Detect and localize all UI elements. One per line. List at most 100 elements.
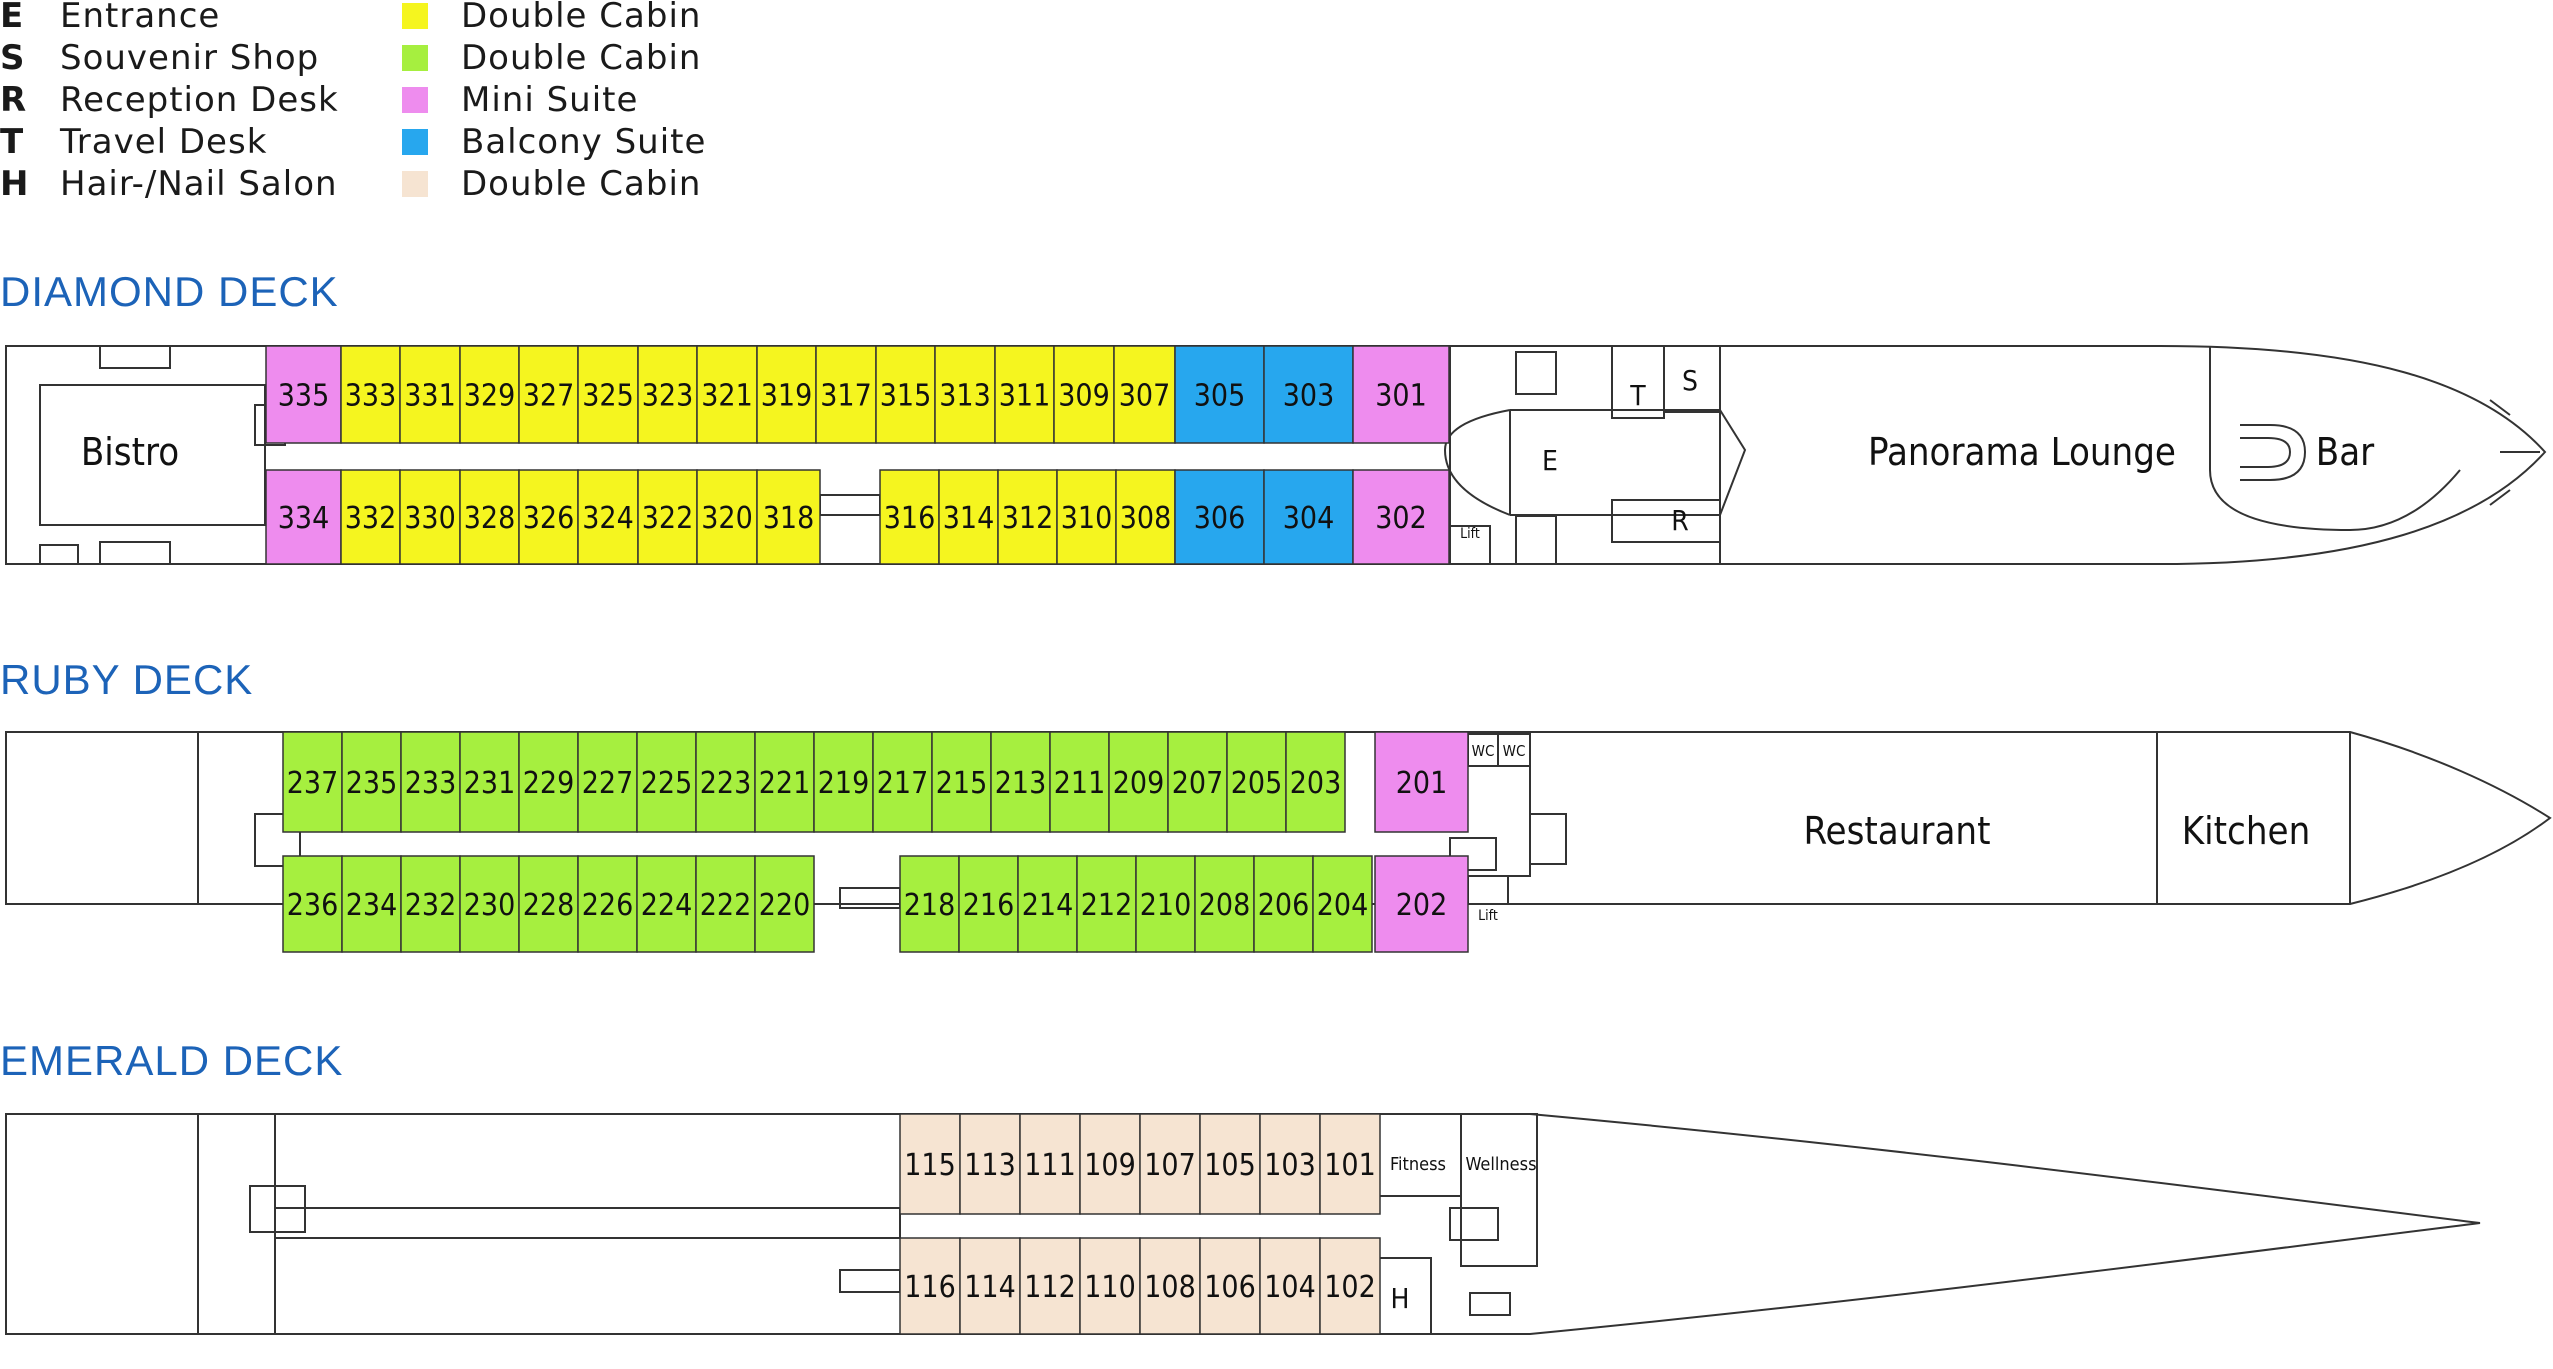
legend-cabin-label: Double Cabin (461, 0, 702, 36)
cabin-308: 308 (1115, 469, 1176, 565)
cabin-114: 114 (959, 1237, 1021, 1335)
wc-label: WC (1503, 742, 1526, 760)
cabin-number: 203 (1290, 766, 1342, 801)
cabin-fill (282, 731, 343, 833)
cabin-227: 227 (577, 731, 638, 833)
cabin-number: 116 (904, 1270, 956, 1305)
legend-cabin-label: Mini Suite (461, 80, 639, 120)
kitchen-label: Kitchen (2182, 809, 2311, 853)
cabin-number: 319 (761, 379, 813, 414)
cabin-110: 110 (1079, 1237, 1141, 1335)
legend-swatch (402, 3, 428, 29)
cabin-number: 301 (1375, 379, 1427, 414)
cabin-number: 314 (943, 501, 995, 536)
legend-swatch (402, 171, 428, 197)
cabin-314: 314 (938, 469, 999, 565)
cabin-number: 209 (1113, 766, 1165, 801)
cabin-fill (577, 345, 639, 444)
cabin-213: 213 (990, 731, 1051, 833)
cabin-fill (1053, 345, 1115, 444)
bistro-label: Bistro (81, 430, 179, 474)
cabin-fill (1199, 1113, 1261, 1215)
cabin-fill (1352, 345, 1450, 444)
cabin-fill (518, 731, 579, 833)
cabin-fill (400, 731, 461, 833)
legend-code-label: Souvenir Shop (60, 38, 320, 78)
cabin-number: 308 (1120, 501, 1172, 536)
cabin-number: 327 (523, 379, 575, 414)
cabin-fill (1167, 731, 1228, 833)
cabin-316: 316 (879, 469, 940, 565)
cabin-number: 103 (1264, 1148, 1316, 1183)
legend-code: S (0, 38, 25, 78)
cabin-fill (959, 1113, 1021, 1215)
cabin-fill (1017, 855, 1078, 953)
cabin-number: 231 (464, 766, 516, 801)
cabin-number: 332 (345, 501, 397, 536)
cabin-315: 315 (875, 345, 936, 444)
cabin-number: 225 (641, 766, 693, 801)
cabin-206: 206 (1253, 855, 1314, 953)
cabin-number: 105 (1204, 1148, 1256, 1183)
cabin-335: 335 (265, 345, 342, 444)
cabin-311: 311 (994, 345, 1055, 444)
cabin-fill (1049, 731, 1110, 833)
cabin-207: 207 (1167, 731, 1228, 833)
cabin-fill (577, 855, 638, 953)
cabin-fill (1174, 345, 1265, 444)
hair-nail-salon-label: H (1391, 1282, 1410, 1315)
cabin-109: 109 (1079, 1113, 1141, 1215)
cabin-fill (340, 345, 401, 444)
cabin-number: 215 (936, 766, 988, 801)
cabin-fill (1174, 469, 1265, 565)
cabin-number: 305 (1194, 379, 1246, 414)
cabin-321: 321 (696, 345, 758, 444)
cabin-fill (756, 469, 821, 565)
cabin-fill (340, 469, 401, 565)
cabin-310: 310 (1056, 469, 1117, 565)
cabin-number: 111 (1024, 1148, 1076, 1183)
cabin-307: 307 (1113, 345, 1176, 444)
cabin-number: 306 (1194, 501, 1246, 536)
legend-code-label: Travel Desk (60, 122, 268, 162)
cabin-fill (754, 855, 815, 953)
legend-code: H (0, 164, 29, 204)
cabin-number: 235 (346, 766, 398, 801)
cabin-fill (899, 855, 960, 953)
cabin-number: 304 (1283, 501, 1335, 536)
cabin-fill (1139, 1237, 1201, 1335)
cabin-304: 304 (1263, 469, 1354, 565)
cabin-301: 301 (1352, 345, 1450, 444)
cabin-104: 104 (1259, 1237, 1321, 1335)
legend-code-label: Entrance (60, 0, 221, 36)
cabin-number: 211 (1054, 766, 1106, 801)
cabin-319: 319 (756, 345, 817, 444)
reception-desk-label: R (1671, 504, 1689, 537)
cabin-number: 310 (1061, 501, 1113, 536)
wc-label: WC (1472, 742, 1495, 760)
cabin-211: 211 (1049, 731, 1110, 833)
cabin-number: 217 (877, 766, 929, 801)
cabin-312: 312 (997, 469, 1058, 565)
legend-swatch (402, 129, 428, 155)
cabin-fill (459, 469, 520, 565)
cabin-number: 204 (1317, 888, 1369, 923)
cabin-330: 330 (399, 469, 461, 565)
cabin-number: 214 (1022, 888, 1074, 923)
cabin-fill (400, 855, 461, 953)
cabin-fill (1259, 1237, 1321, 1335)
cabin-number: 109 (1084, 1148, 1136, 1183)
cabin-number: 237 (287, 766, 339, 801)
cabin-203: 203 (1285, 731, 1346, 833)
cabin-fill (1374, 731, 1469, 833)
cabin-fill (341, 731, 402, 833)
cabin-219: 219 (813, 731, 874, 833)
cabin-number: 307 (1119, 379, 1171, 414)
cabin-324: 324 (577, 469, 639, 565)
cabin-fill (958, 855, 1019, 953)
cabin-number: 106 (1204, 1270, 1256, 1305)
cabin-331: 331 (399, 345, 461, 444)
cabin-number: 334 (278, 501, 330, 536)
cabin-221: 221 (754, 731, 815, 833)
